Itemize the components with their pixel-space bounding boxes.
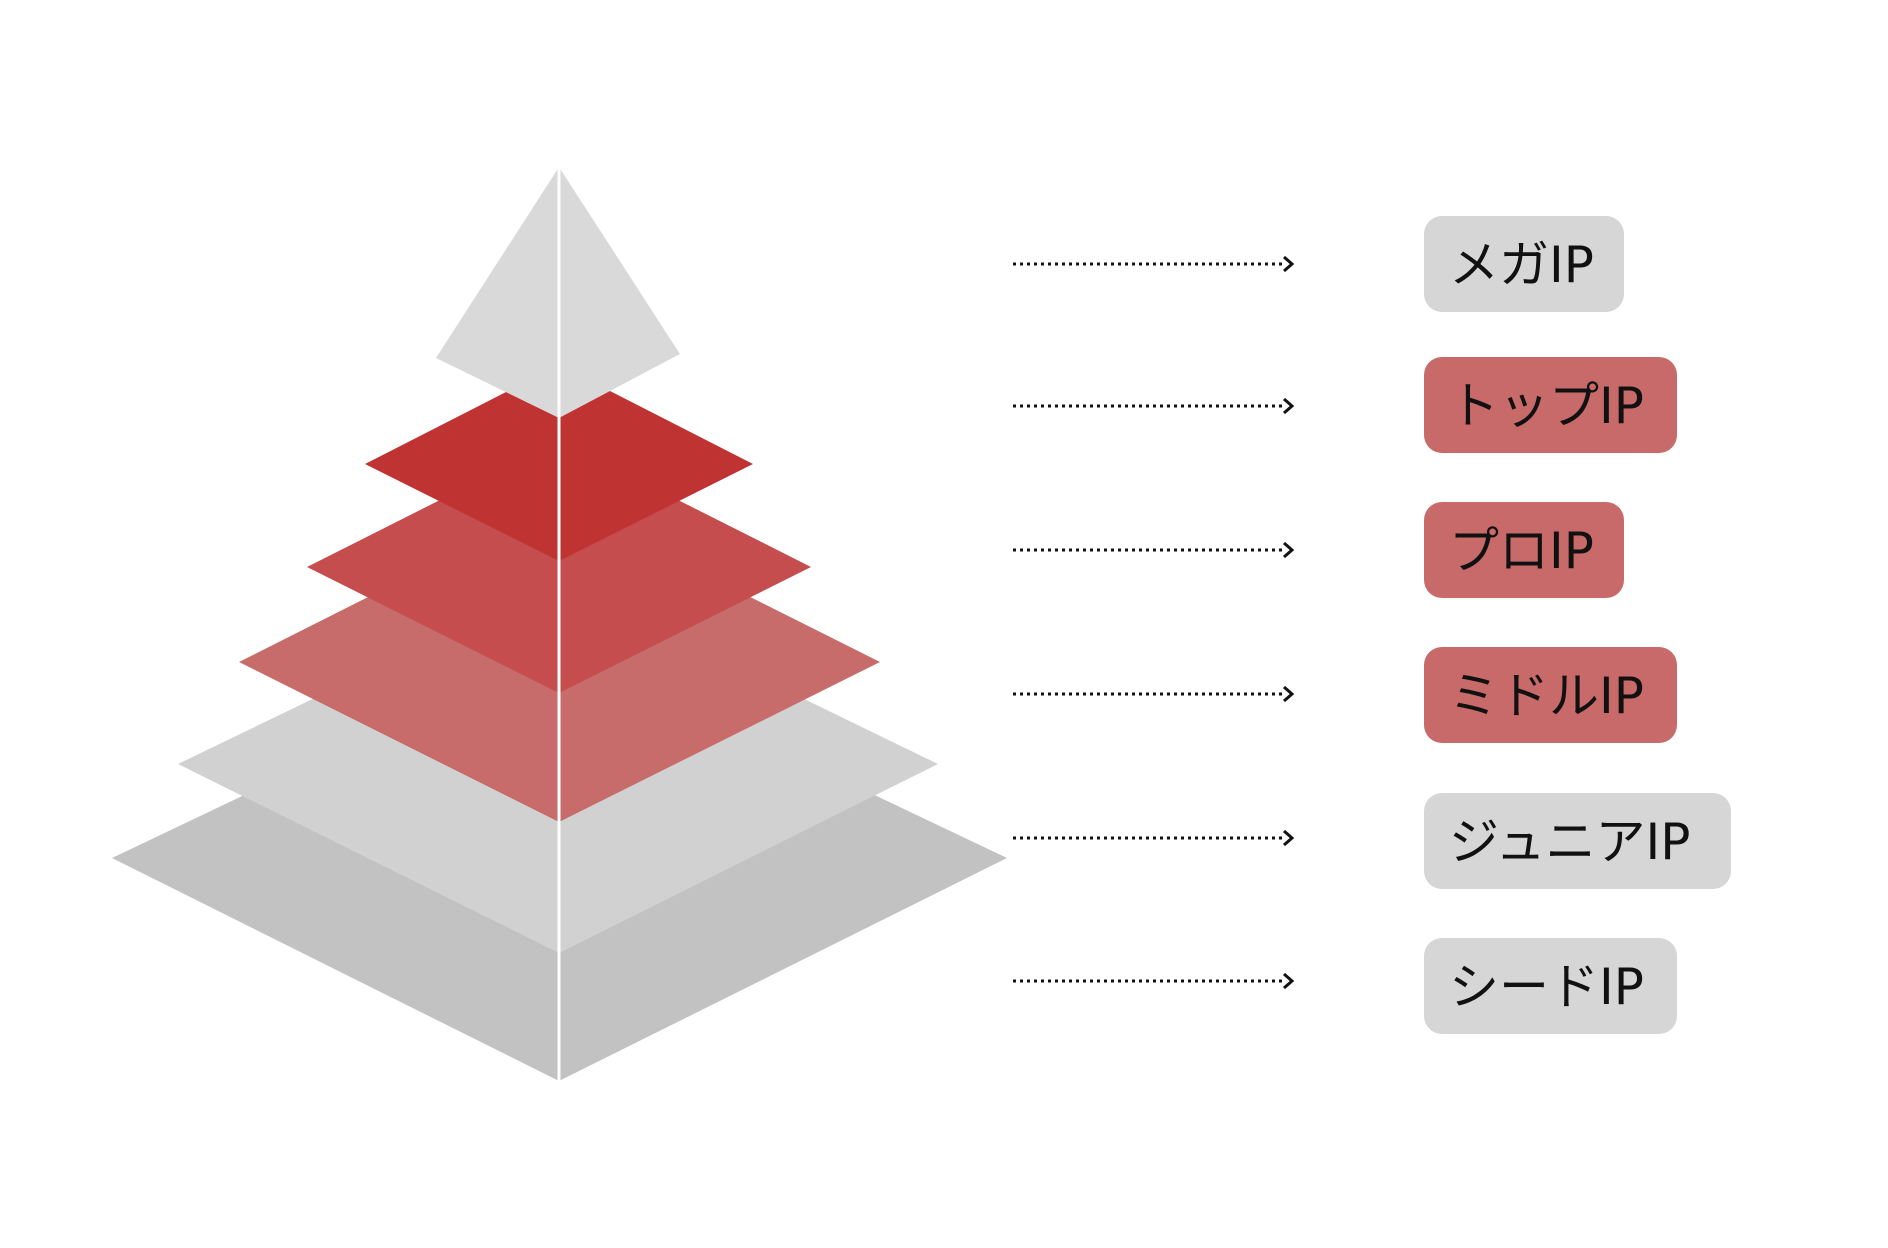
arrow-head-icon	[1283, 255, 1295, 273]
tier-badge-middle: ミドルIP	[1424, 647, 1677, 743]
tier-label: トップIP	[1449, 377, 1644, 435]
tier-badge-background	[1424, 938, 1677, 1034]
arrow-head-icon	[1283, 829, 1295, 847]
tier-badge-background	[1424, 216, 1624, 312]
tier-badge-pro: プロIP	[1424, 502, 1624, 598]
tier-badge-junior: ジュニアIP	[1424, 793, 1731, 889]
tier-label: メガIP	[1449, 236, 1594, 294]
tier-badge-background	[1424, 793, 1731, 889]
tier-label: ミドルIP	[1449, 667, 1644, 725]
tier-badge-top: トップIP	[1424, 357, 1677, 453]
tier-badges: メガIP トップIP プロIP ミドルIP ジュニアIP シードIP	[1424, 216, 1731, 1034]
tier-label: プロIP	[1449, 522, 1594, 580]
tier-badge-mega: メガIP	[1424, 216, 1624, 312]
pyramid	[112, 167, 1007, 1085]
tier-label: シードIP	[1449, 958, 1644, 1016]
tier-badge-background	[1424, 647, 1677, 743]
arrow-head-icon	[1283, 972, 1295, 990]
connector-arrows	[1013, 255, 1295, 990]
tier-badge-seed: シードIP	[1424, 938, 1677, 1034]
arrow-head-icon	[1283, 685, 1295, 703]
tier-label: ジュニアIP	[1449, 813, 1690, 871]
arrow-head-icon	[1283, 541, 1295, 559]
tier-badge-background	[1424, 357, 1677, 453]
tier-badge-background	[1424, 502, 1624, 598]
arrow-head-icon	[1283, 397, 1295, 415]
